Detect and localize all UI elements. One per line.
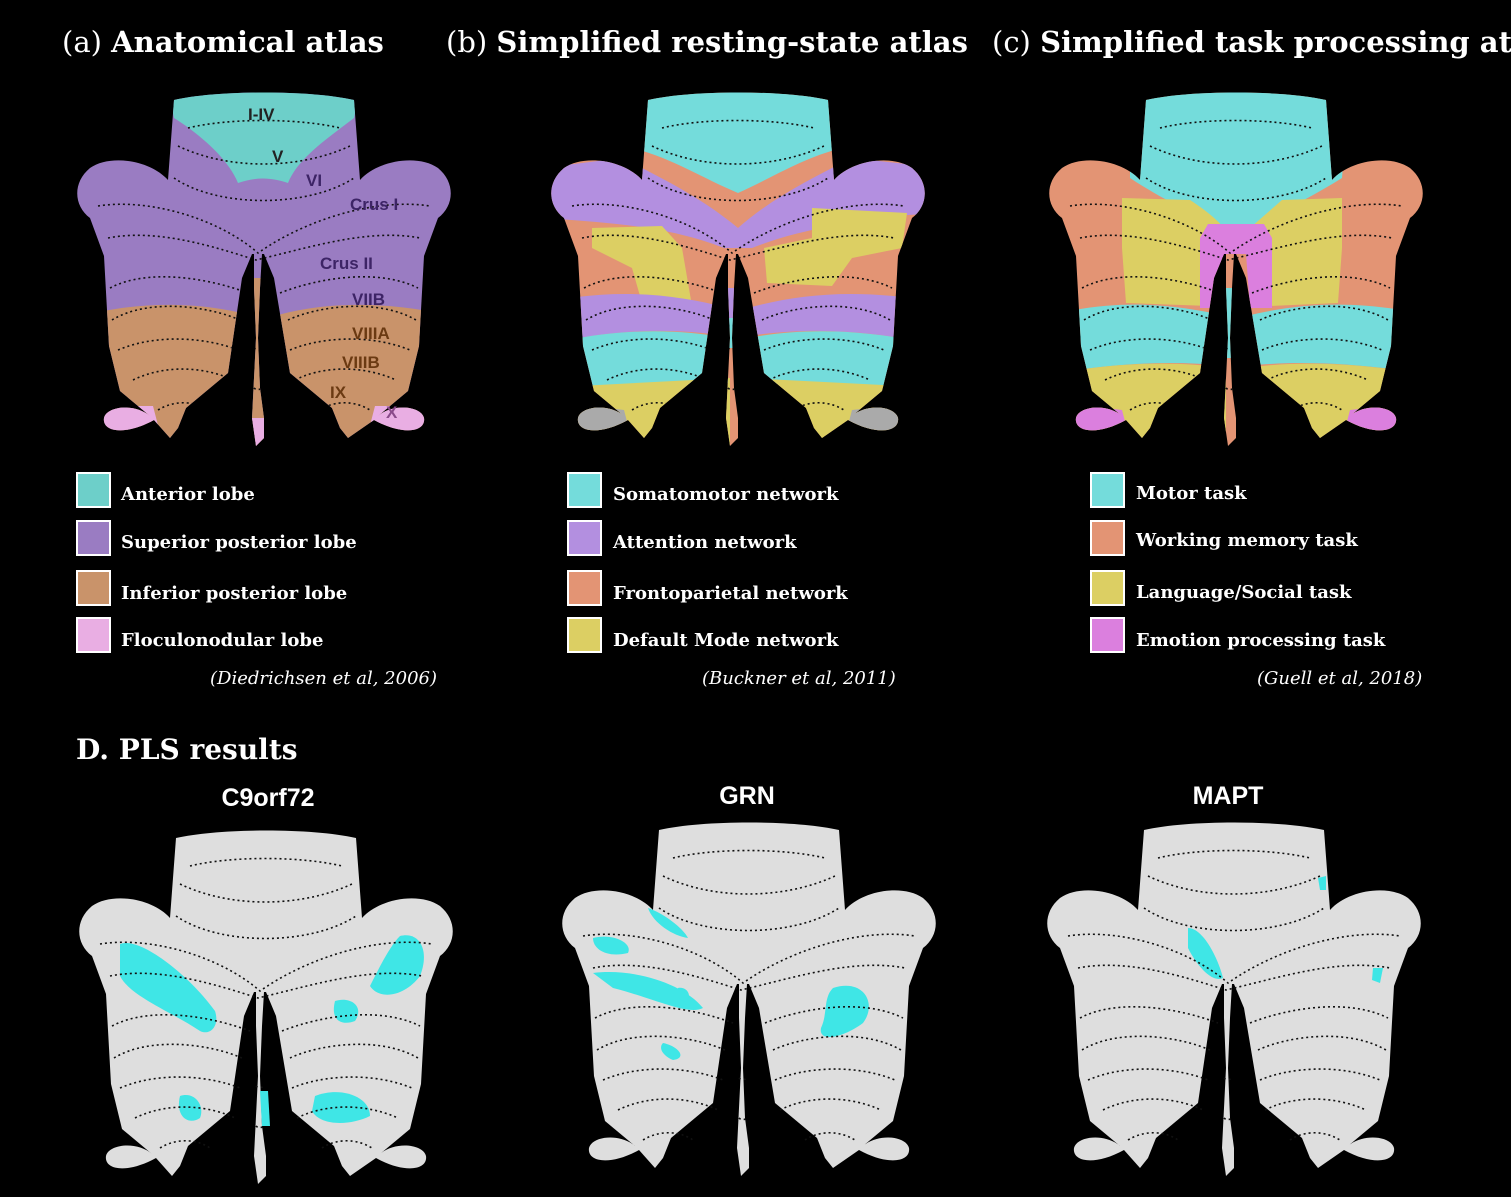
default-mode-region-lower	[542, 378, 942, 488]
legend-swatch-superior-posterior	[77, 521, 110, 555]
panel-b-title: (b) Simplified resting-state atlas	[446, 25, 968, 59]
legend-a: Anterior lobe Superior posterior lobe In…	[77, 473, 437, 689]
legend-label-inferior-posterior: Inferior posterior lobe	[121, 583, 347, 604]
citation-c: (Guell et al, 2018)	[1257, 668, 1422, 689]
panel-c-title: (c) Simplified task processing atlas	[992, 25, 1511, 59]
panel-b-title-text: Simplified resting-state atlas	[496, 25, 968, 59]
pls-map-grn	[562, 823, 936, 1177]
legend-label-emotion: Emotion processing task	[1136, 630, 1386, 651]
pls-map-mapt	[1047, 823, 1421, 1177]
legend-swatch-anterior	[77, 473, 110, 507]
legend-label-superior-posterior: Superior posterior lobe	[121, 532, 357, 553]
legend-swatch-somatomotor	[568, 473, 601, 507]
legend-label-motor: Motor task	[1136, 483, 1247, 504]
citation-b: (Buckner et al, 2011)	[702, 668, 896, 689]
panel-a-title: (a) Anatomical atlas	[62, 25, 384, 59]
pls-map-c9orf72	[79, 831, 453, 1185]
region-label-ix: IX	[330, 383, 347, 402]
legend-label-default-mode: Default Mode network	[613, 630, 839, 651]
legend-b: Somatomotor network Attention network Fr…	[568, 473, 896, 689]
legend-label-attention: Attention network	[612, 532, 797, 553]
region-label-v: V	[272, 147, 284, 166]
citation-a: (Diedrichsen et al, 2006)	[210, 668, 437, 689]
legend-label-somatomotor: Somatomotor network	[613, 484, 839, 505]
region-label-crus-i: Crus I	[350, 195, 398, 214]
unassigned-region	[542, 400, 942, 448]
pls-section-title: D. PLS results	[76, 733, 298, 766]
emotion-task-region-center	[1200, 224, 1272, 308]
region-label-i-iv: I-IV	[248, 105, 275, 124]
region-label-viib: VIIB	[352, 290, 385, 309]
inferior-posterior-region	[68, 278, 468, 488]
pls-map-title-mapt: MAPT	[1193, 782, 1264, 810]
panel-b-prefix: (b)	[446, 25, 487, 59]
legend-swatch-default-mode	[568, 618, 601, 652]
legend-swatch-inferior-posterior	[77, 571, 110, 605]
legend-swatch-attention	[568, 521, 601, 555]
region-label-viiia: VIIIA	[352, 324, 390, 343]
legend-swatch-motor	[1091, 473, 1124, 507]
floculonodular-region	[68, 406, 468, 488]
pls-map-title-c9orf72: C9orf72	[221, 784, 314, 812]
legend-label-language-social: Language/Social task	[1136, 582, 1352, 603]
region-label-vi: VI	[306, 171, 322, 190]
legend-swatch-working-memory	[1091, 521, 1124, 555]
legend-c: Motor task Working memory task Language/…	[1091, 473, 1422, 689]
legend-swatch-emotion	[1091, 618, 1124, 652]
resting-state-atlas-map	[542, 78, 942, 488]
region-label-viiib: VIIIB	[342, 353, 380, 372]
legend-label-frontoparietal: Frontoparietal network	[613, 583, 848, 604]
anatomical-atlas-map: I-IV V VI Crus I Crus II VIIB VIIIA VIII…	[68, 78, 468, 488]
legend-label-floculonodular: Floculonodular lobe	[121, 630, 323, 651]
panel-a-prefix: (a)	[62, 25, 102, 59]
emotion-task-region-flocculus	[1040, 400, 1440, 448]
legend-label-working-memory: Working memory task	[1135, 530, 1358, 551]
panel-a-title-text: Anatomical atlas	[110, 25, 384, 59]
region-label-x: X	[386, 403, 398, 422]
legend-swatch-floculonodular	[77, 618, 110, 652]
panel-c-title-text: Simplified task processing atlas	[1040, 25, 1511, 59]
legend-label-anterior: Anterior lobe	[120, 484, 255, 505]
task-processing-atlas-map	[1040, 78, 1440, 488]
legend-swatch-frontoparietal	[568, 571, 601, 605]
region-label-crus-ii: Crus II	[320, 254, 373, 273]
panel-c-prefix: (c)	[992, 25, 1031, 59]
pls-map-title-grn: GRN	[719, 782, 775, 810]
legend-swatch-language-social	[1091, 571, 1124, 605]
